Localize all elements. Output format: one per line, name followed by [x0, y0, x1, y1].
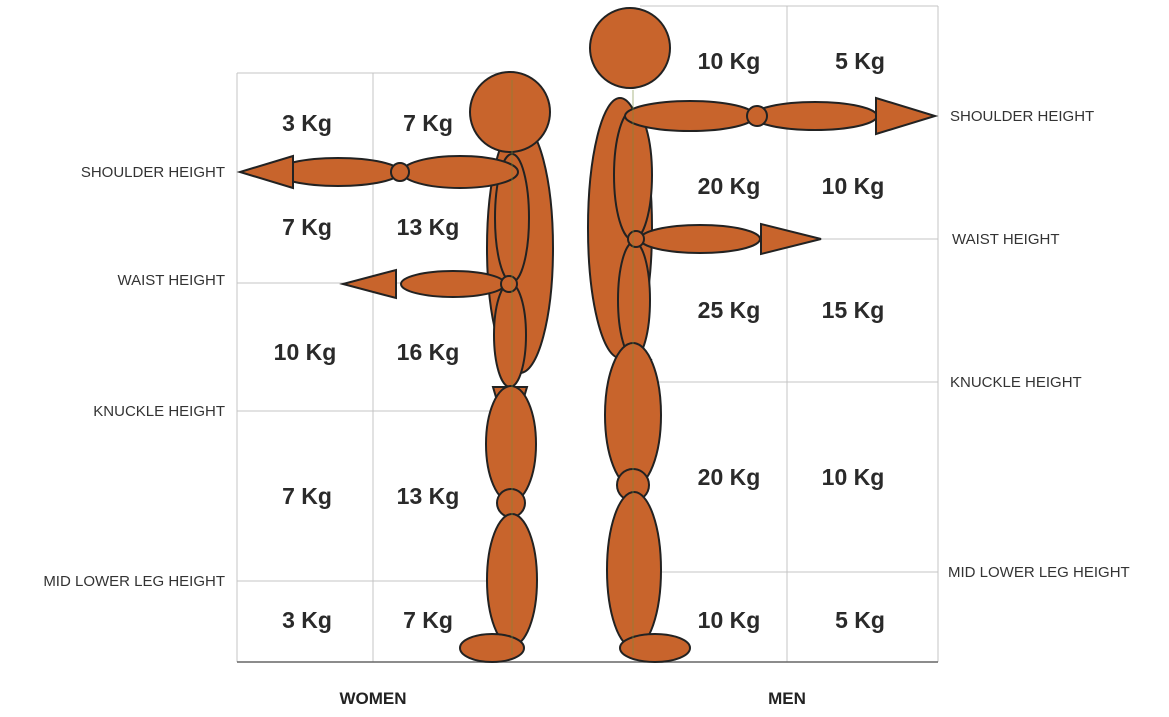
women-kg-knuckle-midleg-left: 7 Kg [282, 483, 332, 509]
women-label-knuckle-height: KNUCKLE HEIGHT [93, 403, 225, 420]
man-hand-arrow-shoulder [876, 98, 935, 134]
man-forearm-down [618, 242, 650, 358]
men-height-labels: SHOULDER HEIGHT WAIST HEIGHT KNUCKLE HEI… [948, 108, 1130, 581]
men-group-label: MEN [768, 689, 806, 708]
woman-figure [240, 72, 553, 662]
women-kg-waist-knuckle-right: 16 Kg [397, 339, 460, 365]
men-weight-values: 10 Kg 5 Kg 20 Kg 10 Kg 25 Kg 15 Kg 20 Kg… [698, 48, 885, 633]
men-kg-waist-knuckle-left: 25 Kg [698, 297, 761, 323]
women-kg-midleg-floor-right: 7 Kg [403, 607, 453, 633]
man-upper-arm-shoulder [625, 101, 755, 131]
men-kg-knuckle-midleg-left: 20 Kg [698, 464, 761, 490]
women-kg-knuckle-midleg-right: 13 Kg [397, 483, 460, 509]
man-elbow-shoulder [747, 106, 767, 126]
man-hand-arrow-waist [761, 224, 821, 254]
men-kg-shoulder-waist-right: 10 Kg [822, 173, 885, 199]
woman-elbow-waist [501, 276, 517, 292]
woman-elbow-shoulder [391, 163, 409, 181]
man-head [590, 8, 670, 88]
men-label-waist-height: WAIST HEIGHT [952, 231, 1060, 248]
women-weight-values: 3 Kg 7 Kg 7 Kg 13 Kg 10 Kg 16 Kg 7 Kg 13… [274, 110, 460, 633]
woman-hand-arrow-waist [343, 270, 396, 298]
men-label-shoulder-height: SHOULDER HEIGHT [950, 108, 1094, 125]
men-kg-above-shoulder-left: 10 Kg [698, 48, 761, 74]
man-shin [607, 492, 661, 648]
women-label-mid-lower-leg-height: MID LOWER LEG HEIGHT [43, 573, 225, 590]
woman-forearm-shoulder [276, 158, 400, 186]
women-height-labels: SHOULDER HEIGHT WAIST HEIGHT KNUCKLE HEI… [43, 164, 225, 590]
men-kg-above-shoulder-right: 5 Kg [835, 48, 885, 74]
woman-foot [460, 634, 524, 662]
woman-knee [497, 489, 525, 517]
man-figure [588, 8, 935, 662]
men-label-knuckle-height: KNUCKLE HEIGHT [950, 374, 1082, 391]
man-elbow-waist [628, 231, 644, 247]
woman-head [470, 72, 550, 152]
man-foot [620, 634, 690, 662]
women-kg-shoulder-waist-right: 13 Kg [397, 214, 460, 240]
men-kg-midleg-floor-right: 5 Kg [835, 607, 885, 633]
men-kg-midleg-floor-left: 10 Kg [698, 607, 761, 633]
woman-thigh [486, 386, 536, 502]
women-kg-above-shoulder-right: 7 Kg [403, 110, 453, 136]
women-label-waist-height: WAIST HEIGHT [117, 272, 225, 289]
men-kg-knuckle-midleg-right: 10 Kg [822, 464, 885, 490]
men-label-mid-lower-leg-height: MID LOWER LEG HEIGHT [948, 564, 1130, 581]
man-arm-waist [640, 225, 760, 253]
woman-hand-arrow-shoulder [240, 156, 293, 188]
women-label-shoulder-height: SHOULDER HEIGHT [81, 164, 225, 181]
women-kg-midleg-floor-left: 3 Kg [282, 607, 332, 633]
women-kg-above-shoulder-left: 3 Kg [282, 110, 332, 136]
women-group-label: WOMEN [339, 689, 406, 708]
woman-upper-arm-shoulder [402, 156, 518, 188]
man-forearm-shoulder [753, 102, 877, 130]
woman-upper-arm-waist [401, 271, 505, 297]
men-kg-waist-knuckle-right: 15 Kg [822, 297, 885, 323]
women-kg-shoulder-waist-left: 7 Kg [282, 214, 332, 240]
woman-forearm-down [494, 283, 526, 387]
men-kg-shoulder-waist-left: 20 Kg [698, 173, 761, 199]
women-kg-waist-knuckle-left: 10 Kg [274, 339, 337, 365]
